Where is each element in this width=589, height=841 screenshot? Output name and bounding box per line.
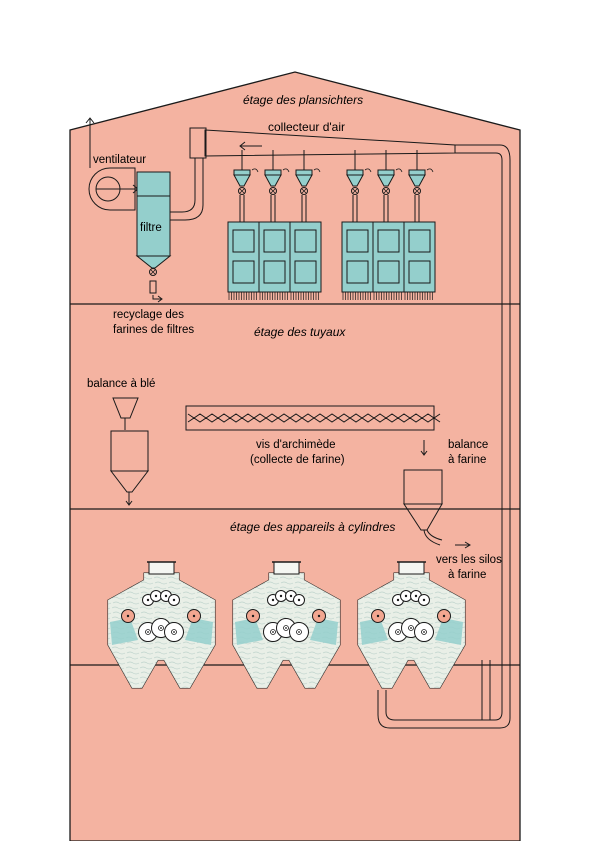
- roller-mill: [357, 561, 466, 689]
- plansichter: [341, 221, 374, 300]
- collecteur-label: collecteur d'air: [268, 120, 345, 134]
- plansichter: [372, 221, 405, 300]
- roller-mill: [232, 561, 341, 689]
- balance-ble-label: balance à blé: [87, 378, 155, 390]
- return-pipe-outer: [377, 144, 511, 729]
- exhaust-arrow: [85, 117, 95, 168]
- plansichter-group: [227, 221, 436, 300]
- roller-mill: [107, 561, 216, 689]
- return-pipe-inner: [385, 152, 503, 721]
- cyclone: [346, 150, 372, 222]
- balance-farine-label-2: à farine: [448, 454, 486, 466]
- silo-pipe: [481, 660, 491, 720]
- plansichter: [403, 221, 436, 300]
- silos-label-2: à farine: [448, 569, 486, 581]
- plansichter: [227, 221, 260, 300]
- ventilateur-label: ventilateur: [93, 154, 146, 166]
- balance-farine-label-1: balance: [448, 439, 488, 451]
- plansichter: [258, 221, 291, 300]
- recyclage-label-2: farines de filtres: [113, 324, 194, 336]
- vis-label-2: (collecte de farine): [250, 454, 345, 466]
- ventilateur-housing: [88, 167, 136, 211]
- floor-label-tuyaux: étage des tuyaux: [254, 325, 346, 339]
- filtre-body: [136, 171, 171, 257]
- air-collector: [170, 127, 456, 221]
- balance-ble-unit: [109, 397, 150, 506]
- cyclone: [295, 150, 321, 222]
- filtre-unit: [135, 171, 172, 303]
- roller-mill-group: [107, 561, 466, 689]
- cyclone: [233, 150, 259, 222]
- plansichter: [289, 221, 322, 300]
- floor-label-cylindres: étage des appareils à cylindres: [230, 520, 395, 534]
- cyclone: [408, 150, 434, 222]
- cyclone: [264, 150, 290, 222]
- collector-arrow: [239, 141, 262, 151]
- filtre-label: filtre: [140, 222, 162, 234]
- silos-arrow: [455, 541, 471, 549]
- silos-label-1: vers les silos: [436, 554, 502, 566]
- cyclone: [377, 150, 403, 222]
- balance-ble-arrow: [125, 492, 133, 506]
- recyclage-arrow: [152, 295, 163, 303]
- vis-label-1: vis d'archimède: [256, 439, 336, 451]
- recyclage-label-1: recyclage des: [113, 309, 184, 321]
- cyclone-group: [233, 150, 434, 222]
- vis-archimede: [185, 405, 441, 431]
- balance-farine-arrow: [420, 440, 428, 456]
- text-labels: étage des plansichters collecteur d'air …: [87, 93, 502, 581]
- collector-head: [189, 127, 207, 159]
- floor-label-plansichters: étage des plansichters: [243, 93, 363, 107]
- balance-farine-unit: [403, 440, 471, 549]
